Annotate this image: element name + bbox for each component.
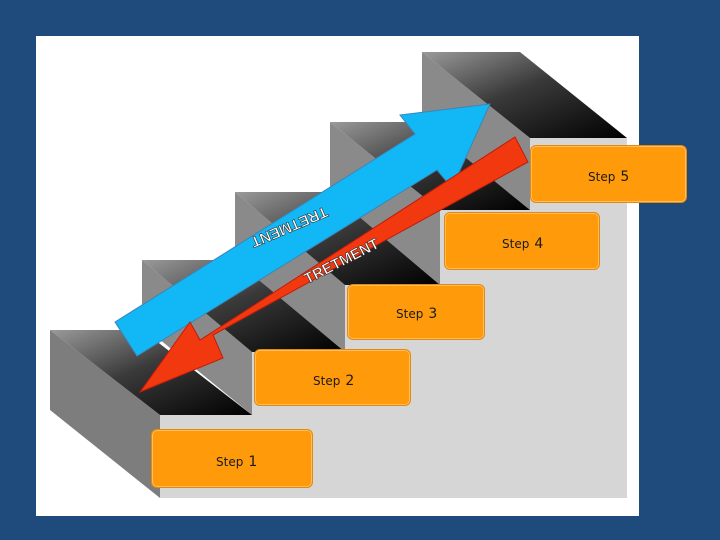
step-3-number: 3	[428, 306, 437, 322]
step-4-word: Step	[502, 237, 529, 251]
step-3-label: Step 3	[396, 303, 437, 322]
step-2-label: Step 2	[313, 370, 354, 389]
step-2-number: 2	[345, 373, 354, 389]
step-5-label: Step 5	[588, 166, 629, 185]
step-2-box: Step 2	[254, 349, 411, 406]
step-4-label: Step 4	[502, 233, 543, 252]
step-5-number: 5	[620, 169, 629, 185]
step-3-word: Step	[396, 307, 423, 321]
step-4-number: 4	[534, 236, 543, 252]
step-1-word: Step	[216, 455, 243, 469]
step-1-number: 1	[248, 454, 257, 470]
step-2-word: Step	[313, 374, 340, 388]
step-3-box: Step 3	[347, 284, 485, 340]
step-5-word: Step	[588, 170, 615, 184]
step-1-box: Step 1	[151, 429, 313, 488]
step-5-box: Step 5	[530, 145, 687, 203]
step-1-label: Step 1	[216, 451, 257, 470]
step-4-box: Step 4	[444, 212, 600, 270]
